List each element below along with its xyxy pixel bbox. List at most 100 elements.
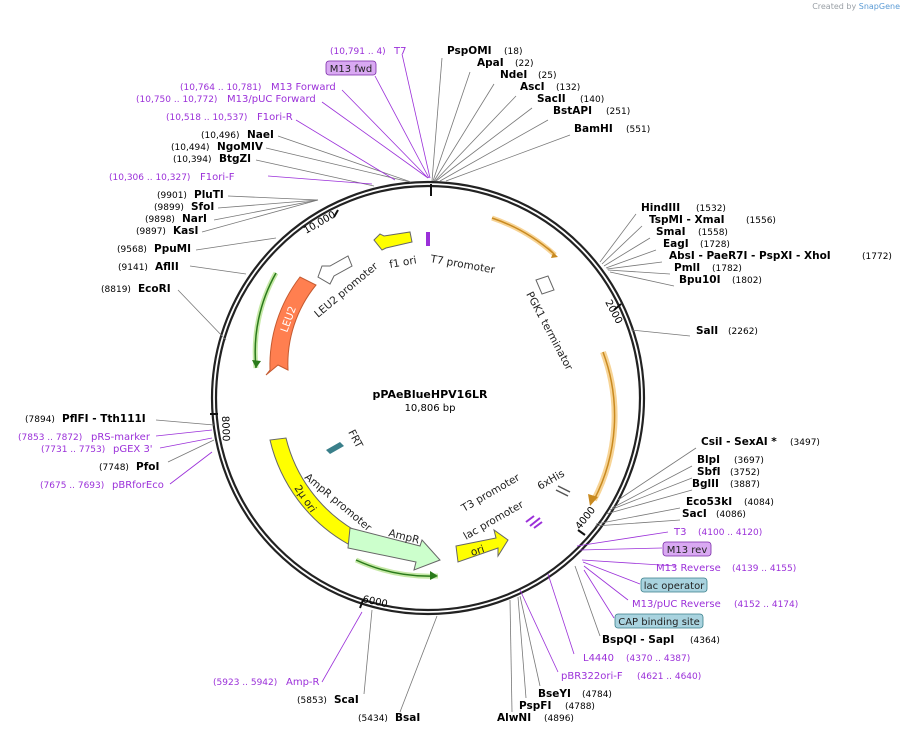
enzyme-label: Eco53kI — [686, 496, 732, 508]
enzyme-pos: (1782) — [712, 264, 742, 274]
enzyme-pos: (1556) — [746, 216, 776, 226]
plasmid-size: 10,806 bp — [405, 403, 456, 414]
lac-operator-label: lac operator — [644, 581, 705, 592]
primer-label: pRS-marker — [91, 432, 151, 443]
enzyme-label: SfoI — [191, 201, 214, 213]
feature-arrowhead-leu2-strand — [252, 360, 261, 368]
primer-pos: (10,791 .. 4) — [330, 47, 386, 57]
enzyme-label: PspFI — [519, 700, 551, 712]
primer-label: F1ori-F — [200, 172, 235, 183]
m13-fwd-label: M13 fwd — [330, 64, 372, 75]
tick-mark-6000 — [359, 599, 364, 609]
enzyme-label: AflII — [155, 261, 179, 273]
tick-label-10000: 10,000 — [302, 210, 338, 237]
enzyme-label: KasI — [173, 225, 198, 237]
primer-label: pBR322ori-F — [561, 671, 623, 682]
enzyme-label: PluTI — [194, 189, 224, 201]
enzyme-label: PfoI — [136, 461, 159, 473]
boxed-labels: M13 fwd M13 rev lac operator CAP binding… — [325, 60, 712, 629]
enzyme-label: BamHI — [574, 123, 613, 135]
enzyme-label: Bpu10I — [679, 274, 721, 286]
feature-leu2-promoter — [317, 255, 353, 285]
enzyme-label: NarI — [182, 213, 207, 225]
enzyme-label: CsiI - SexAI * — [701, 436, 777, 448]
cap-binding-site-box — [614, 613, 704, 629]
enzyme-label: HindIII — [641, 202, 680, 214]
enzyme-pos: (1558) — [698, 228, 728, 238]
enzyme-label: PmlI — [674, 262, 700, 274]
enzyme-pos: (25) — [538, 71, 556, 81]
enzyme-pos: (132) — [556, 83, 580, 93]
primer-label: M13/pUC Forward — [227, 94, 316, 105]
primer-label: pGEX 3' — [113, 444, 153, 455]
enzyme-pos: (4084) — [744, 498, 774, 508]
feature-ori — [455, 528, 509, 563]
enzyme-pos: (9568) — [117, 245, 147, 255]
enzyme-pos: (9897) — [136, 227, 166, 237]
enzyme-pos: (4364) — [690, 636, 720, 646]
enzyme-label: PpuMI — [154, 243, 191, 255]
enzyme-label: BstAPI — [553, 105, 592, 117]
enzyme-pos: (4086) — [716, 510, 746, 520]
enzyme-label: PflFI - Tth111I — [62, 413, 146, 425]
primer-label: Amp-R — [286, 677, 320, 688]
enzyme-pos: (9901) — [157, 191, 187, 201]
enzyme-label: ScaI — [334, 694, 359, 706]
primer-label: M13 Forward — [271, 82, 336, 93]
enzyme-label: NdeI — [500, 69, 527, 81]
feature-pgk1-terminator — [535, 275, 555, 295]
enzyme-pos: (140) — [580, 95, 604, 105]
primer-pos: (4139 .. 4155) — [732, 564, 796, 574]
feature-arrowhead-orange — [588, 494, 598, 506]
cap-binding-site-label: CAP binding site — [618, 617, 700, 628]
feature-2mu-ori — [269, 437, 355, 545]
tick-label-8000: 8000 — [219, 416, 231, 442]
enzyme-labels: PspOMI (18) ApaI (22) NdeI (25) AscI (13… — [25, 45, 892, 724]
primer-pos: (7675 .. 7693) — [40, 481, 104, 491]
feature-band-bamhi — [491, 215, 557, 257]
feature-6xhis-marks — [555, 485, 571, 497]
enzyme-label: AlwNI — [497, 712, 531, 724]
enzyme-pos: (8819) — [101, 285, 131, 295]
primer-pos: (7731 .. 7753) — [41, 445, 105, 455]
primer-leader-lines — [155, 53, 677, 683]
enzyme-pos: (10,496) — [201, 131, 240, 141]
tick-mark-2000 — [613, 303, 622, 311]
snapgene-logo-text: SnapGene — [858, 2, 900, 11]
tick-mark-4000 — [577, 529, 586, 536]
feature-arrowhead-bamhi-region — [547, 246, 558, 258]
enzyme-label: ApaI — [477, 57, 504, 69]
primer-labels: (10,791 .. 4) T7 (10,764 .. 10,781) M13 … — [18, 46, 798, 688]
primer-pos: (4152 .. 4174) — [734, 600, 798, 610]
enzyme-label: PspOMI — [447, 45, 492, 57]
enzyme-label: BlpI — [697, 454, 720, 466]
enzyme-label: EcoRI — [138, 283, 171, 295]
feature-f1-ori — [373, 231, 413, 251]
plasmid-name: pPAeBlueHPV16LR — [373, 388, 488, 401]
enzyme-pos: (10,394) — [173, 155, 212, 165]
feature-arrowhead-ampr-strand — [430, 571, 438, 580]
enzyme-leader-lines — [155, 57, 697, 713]
tick-label-6000: 6000 — [361, 594, 388, 610]
enzyme-label: BseYI — [538, 688, 571, 700]
enzyme-label: BspQI - SapI — [602, 634, 674, 646]
enzyme-pos: (22) — [515, 59, 533, 69]
enzyme-label: SacI — [682, 508, 707, 520]
enzyme-label: SalI — [696, 325, 718, 337]
enzyme-pos: (1772) — [862, 252, 892, 262]
enzyme-label: NaeI — [247, 129, 274, 141]
primer-pos: (5923 .. 5942) — [213, 678, 277, 688]
enzyme-label: AscI — [520, 81, 545, 93]
enzyme-label: SbfI — [697, 466, 721, 478]
enzyme-label: TspMI - XmaI — [649, 214, 725, 226]
enzyme-pos: (1532) — [696, 204, 726, 214]
tick-marks — [210, 184, 622, 609]
feature-arrow-bamhi-region — [491, 217, 554, 254]
enzyme-pos: (4896) — [544, 714, 574, 724]
enzyme-label: SacII — [537, 93, 566, 105]
primer-pos: (10,764 .. 10,781) — [180, 83, 261, 93]
enzyme-pos: (4784) — [582, 690, 612, 700]
m13-rev-label: M13 rev — [667, 545, 708, 556]
primer-pos: (7853 .. 7872) — [18, 433, 82, 443]
enzyme-pos: (10,494) — [171, 143, 210, 153]
